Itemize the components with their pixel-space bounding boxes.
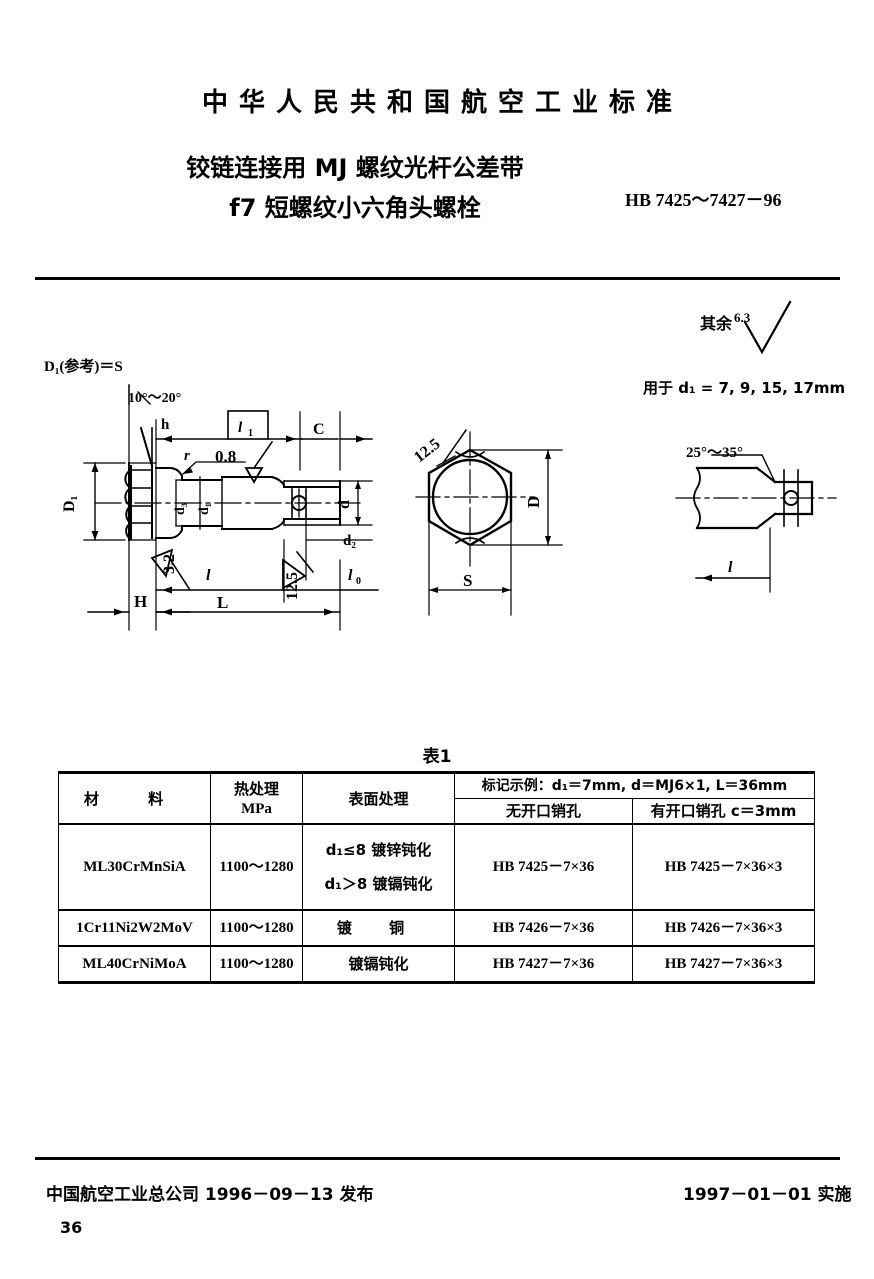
table-row: ML30CrMnSiA 1100～1280 d₁≤8 镀锌钝化 d₁＞8 镀镉钝…: [58, 823, 816, 911]
cell-with-pin-hole: HB 7427－7×36×3: [631, 945, 816, 984]
note-remaining-roughness-label: 其余: [700, 314, 733, 333]
label-l0: l: [348, 567, 353, 584]
cell-surface-treatment: 镀 铜: [302, 909, 455, 947]
cell-no-pin-hole: HB 7427－7×36: [454, 945, 633, 984]
table-caption: 表1: [422, 747, 452, 767]
label-h: h: [161, 417, 170, 433]
page-number: 36: [60, 1218, 83, 1237]
page-title: 铰链连接用 MJ 螺纹光杆公差带 f7 短螺纹小六角头螺栓: [105, 148, 605, 228]
cell-heat-treatment: 1100～1280: [210, 823, 303, 911]
page-title-line-2: f7 短螺纹小六角头螺栓: [229, 194, 481, 222]
cell-surface-treatment: 镀镉钝化: [302, 945, 455, 984]
label-d2: d₂: [343, 533, 356, 549]
note-remaining-roughness-value: 6.3: [734, 310, 751, 325]
header-with-pin-hole: 有开口销孔 c＝3mm: [631, 798, 816, 825]
label-125-shank: 12.5: [284, 572, 301, 600]
label-C: C: [313, 421, 325, 438]
roughness-symbol-63: [743, 300, 792, 355]
cell-material: ML30CrMnSiA: [58, 823, 211, 911]
label-l1: l: [238, 420, 243, 436]
cell-material: ML40CrNiMoA: [58, 945, 211, 984]
standard-number: HB 7425～7427－96: [625, 190, 782, 210]
note-d1-reference: D₁(参考)＝S: [44, 359, 123, 375]
cell-no-pin-hole: HB 7425－7×36: [454, 823, 633, 911]
label-r: r: [184, 448, 190, 464]
table-row: 1Cr11Ni2W2MoV 1100～1280 镀 铜 HB 7426－7×36…: [58, 909, 816, 947]
cell-no-pin-hole: HB 7426－7×36: [454, 909, 633, 947]
page-title-line-1: 铰链连接用 MJ 螺纹光杆公差带: [186, 154, 524, 182]
table-header-row-2: 无开口销孔 有开口销孔 c＝3mm: [59, 798, 816, 825]
label-125-hex: 12.5: [411, 436, 444, 467]
label-l0-sub: 0: [356, 576, 361, 587]
footer-effective-date: 1997－01－01 实施: [683, 1185, 852, 1205]
label-d1: d₁: [197, 503, 212, 515]
cell-with-pin-hole: HB 7426－7×36×3: [631, 909, 816, 947]
label-d3: d₃: [173, 503, 188, 515]
footer-divider-rule: [35, 1157, 840, 1160]
header-heat-treatment: 热处理 MPa: [210, 771, 303, 825]
note-end-chamfer-angle: 25°～35°: [686, 445, 743, 461]
label-08: 0.8: [215, 447, 236, 466]
header-surface-treatment: 表面处理: [302, 771, 455, 825]
header-divider-rule: [35, 277, 840, 280]
label-l-right: l: [728, 559, 733, 576]
label-l1-sub: 1: [248, 428, 253, 439]
label-H: H: [134, 592, 147, 611]
label-l: l: [206, 567, 211, 584]
table-header-row-1: 材 料 热处理 MPa 表面处理 标记示例：d₁＝7mm, d＝MJ6×1, L…: [58, 771, 816, 825]
label-D1: D₁: [61, 495, 78, 512]
table-row: ML40CrNiMoA 1100～1280 镀镉钝化 HB 7427－7×36 …: [58, 945, 816, 984]
label-L: L: [217, 593, 228, 612]
header-marking-example: 标记示例：d₁＝7mm, d＝MJ6×1, L＝36mm: [453, 771, 816, 799]
label-D: D: [524, 496, 543, 508]
label-S: S: [463, 571, 472, 590]
header-material: 材 料: [58, 771, 211, 825]
label-32: 3.2: [161, 554, 178, 574]
cell-heat-treatment: 1100～1280: [210, 945, 303, 984]
hex-head-end-view: [415, 428, 563, 616]
header-no-pin-hole: 无开口销孔: [454, 798, 633, 825]
national-standard-heading: 中华人民共和国航空工业标准: [201, 88, 683, 118]
cell-heat-treatment: 1100～1280: [210, 909, 303, 947]
cell-surface-treatment: d₁≤8 镀锌钝化 d₁＞8 镀镉钝化: [302, 823, 455, 911]
material-specification-table: 材 料 热处理 MPa 表面处理 标记示例：d₁＝7mm, d＝MJ6×1, L…: [58, 771, 816, 984]
cell-with-pin-hole: HB 7425－7×36×3: [631, 823, 816, 911]
footer-issuer: 中国航空工业总公司 1996－09－13 发布: [46, 1185, 374, 1205]
label-d: d: [336, 500, 353, 509]
end-chamfer-detail-view: [675, 454, 837, 593]
note-applies-to: 用于 d₁ = 7, 9, 15, 17mm: [643, 379, 846, 397]
cell-material: 1Cr11Ni2W2MoV: [58, 909, 211, 947]
